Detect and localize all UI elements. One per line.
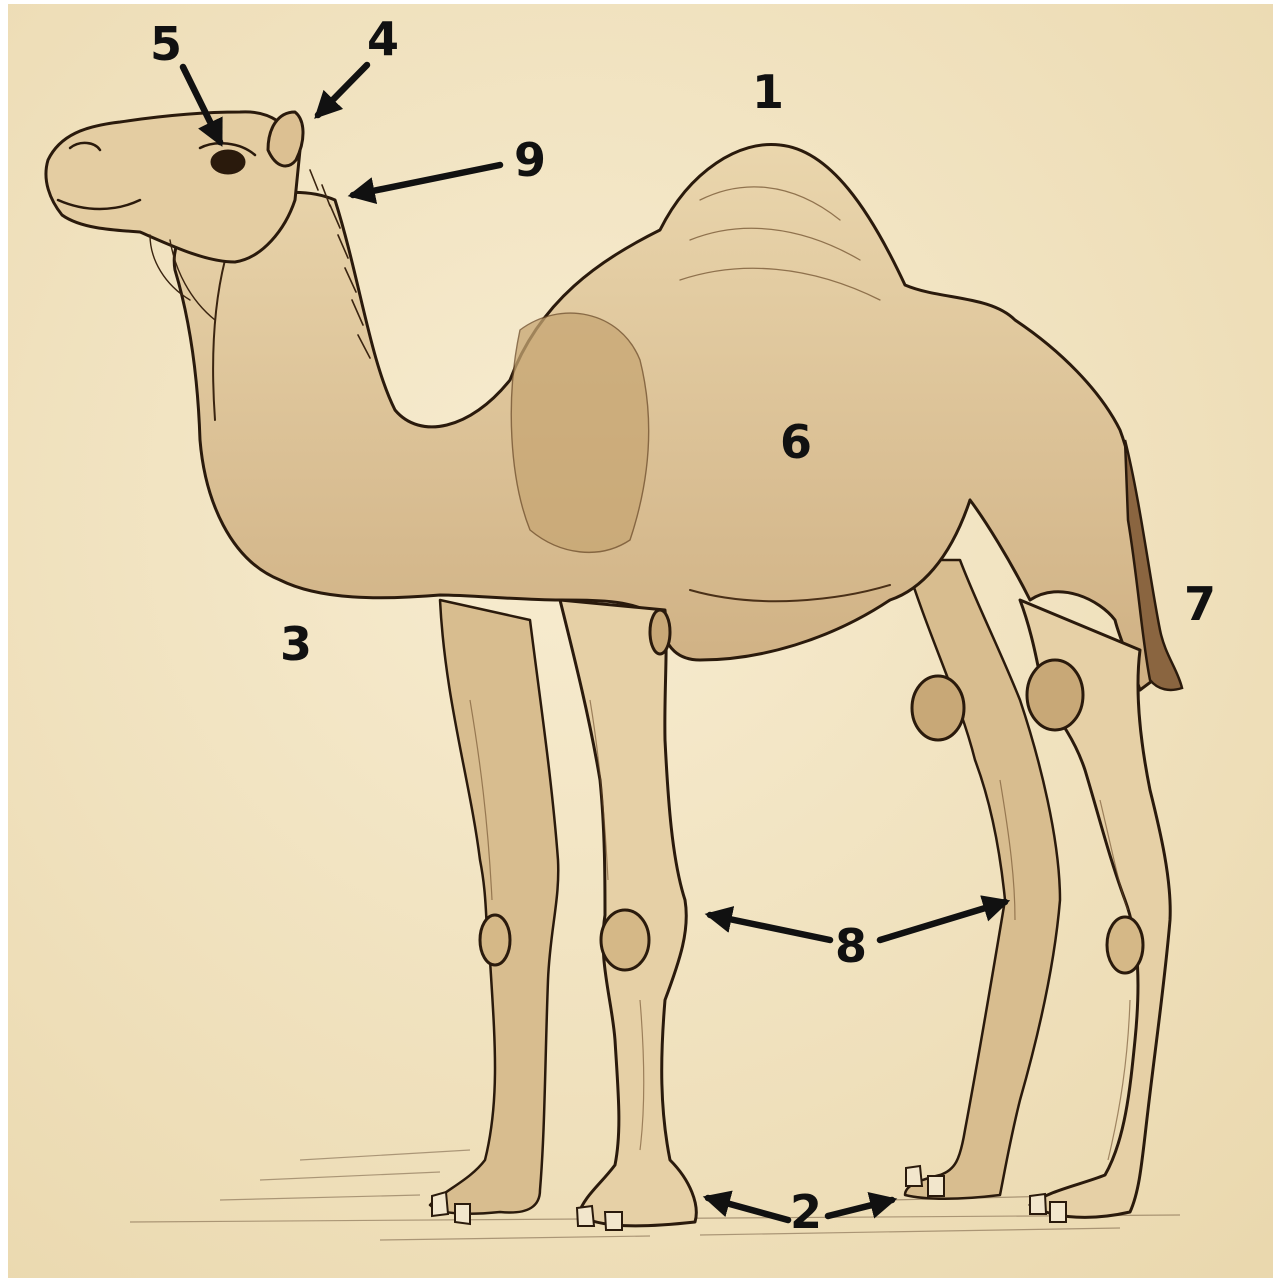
label-7-tail: 7: [1184, 577, 1216, 631]
knee-fore-near: [601, 910, 649, 970]
label-1-hump: 1: [752, 65, 784, 119]
eye: [212, 151, 244, 173]
label-5-eye: 5: [150, 17, 182, 71]
hock-hind: [1027, 660, 1083, 730]
knee-fore-far: [480, 915, 510, 965]
knee-hind-near: [1107, 917, 1143, 973]
label-9-neck: 9: [514, 133, 546, 187]
elbow-fore: [650, 610, 670, 654]
elbow-hind-far: [912, 676, 964, 740]
shoulder-fur: [511, 313, 648, 552]
label-6-body: 6: [780, 415, 812, 469]
label-4-ear: 4: [367, 12, 399, 66]
label-2-feet: 2: [790, 1185, 822, 1239]
label-8-knees: 8: [835, 919, 867, 973]
label-3-chest: 3: [280, 617, 312, 671]
